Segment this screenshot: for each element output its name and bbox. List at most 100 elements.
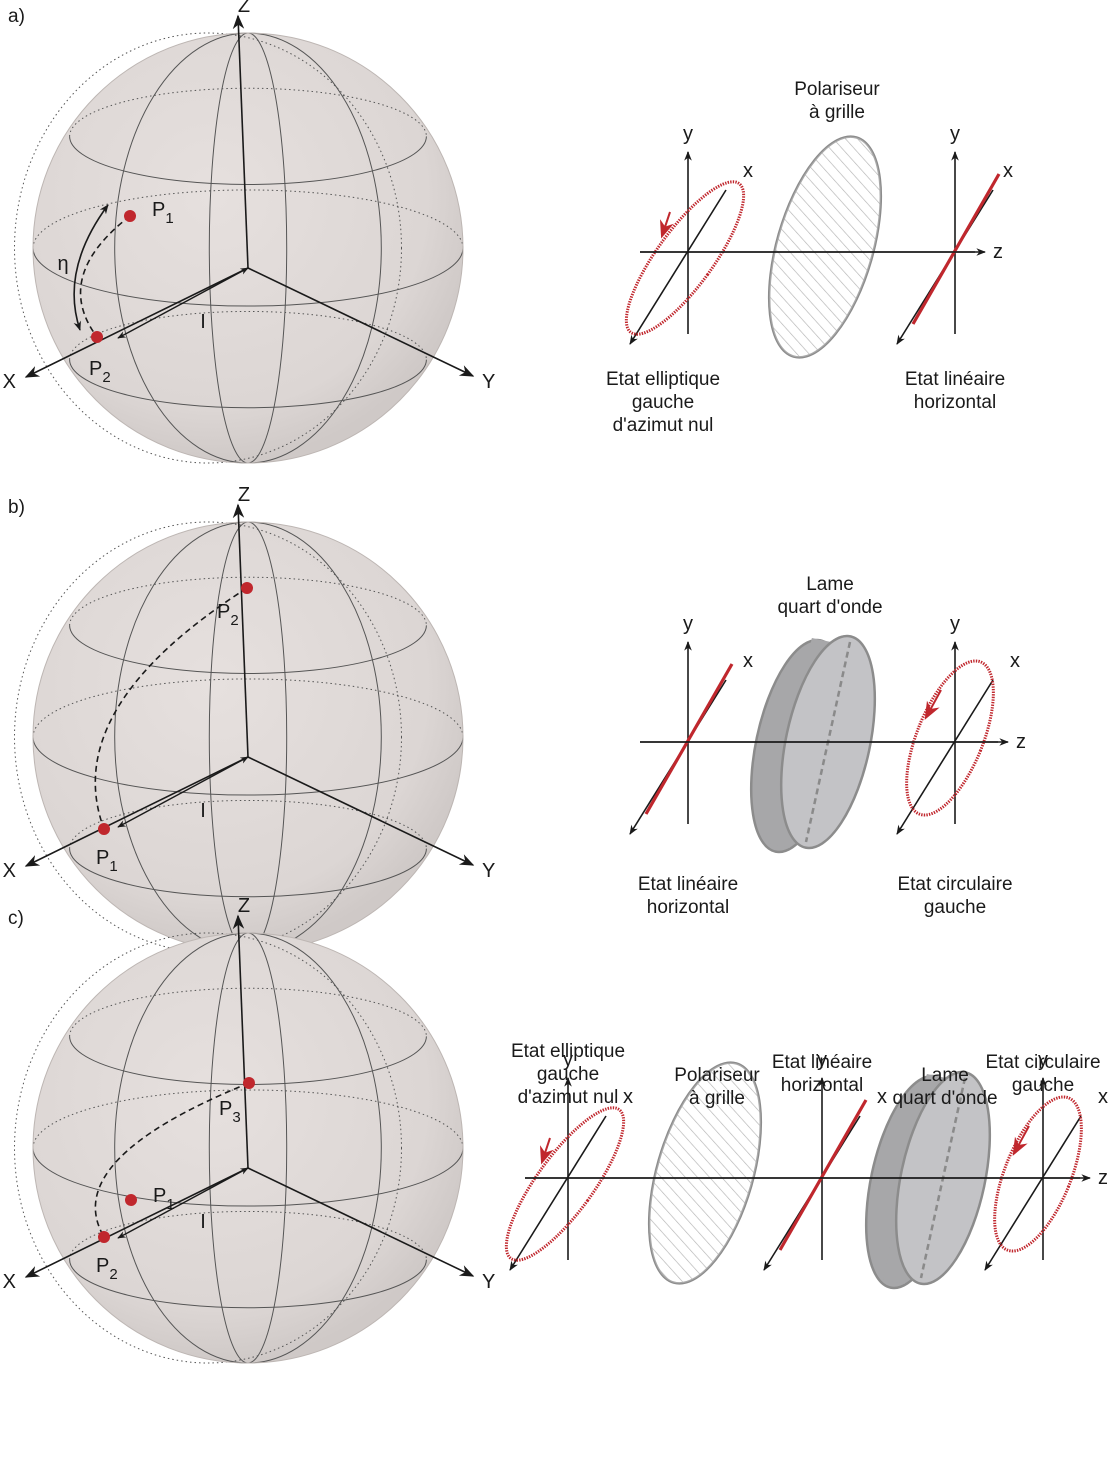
latitude-front <box>69 1259 427 1309</box>
meridian-back <box>14 32 402 464</box>
state-point <box>124 210 136 222</box>
z-axis-label: Z <box>238 0 250 17</box>
state-caption-line: Etat circulaire <box>897 874 1012 895</box>
intensity-label: I <box>200 800 206 822</box>
state-point <box>91 331 103 343</box>
z-label: z <box>1016 731 1026 753</box>
intensity-vector <box>117 267 249 339</box>
x-axis-label: X <box>3 1271 16 1293</box>
trajectory-arc <box>94 1082 250 1238</box>
y-axis <box>247 756 475 866</box>
latitude-back <box>69 87 427 137</box>
state-caption-line: horizontal <box>914 392 996 413</box>
linear-state-line <box>644 663 734 815</box>
z-label: z <box>993 241 1003 263</box>
latitude-back <box>69 1211 427 1260</box>
eta-label: η <box>57 253 68 275</box>
linear-state-line <box>911 173 1001 325</box>
z-axis <box>232 914 249 1169</box>
x-axis <box>896 679 994 835</box>
rotation-arrow <box>924 689 942 720</box>
latitude-front <box>69 136 427 185</box>
elliptic-state-curve <box>624 180 746 336</box>
latitude-front <box>69 359 427 409</box>
latitude-front <box>69 848 427 898</box>
y-axis-label: Y <box>482 1271 495 1293</box>
intensity-vector <box>117 1167 249 1239</box>
state-caption-line: Etat elliptique <box>606 369 720 390</box>
state-caption-line: d'azimut nul <box>518 1087 619 1108</box>
y-label: y <box>817 1049 827 1071</box>
state-point <box>243 1077 255 1089</box>
ellipticity-arc <box>73 204 109 331</box>
y-label: y <box>683 613 693 635</box>
state-point <box>98 823 110 835</box>
state-caption-line: Etat circulaire <box>985 1052 1100 1073</box>
panel-tag: b) <box>8 497 25 518</box>
point-label: P2 <box>96 1255 118 1283</box>
grid-polarizer <box>647 1061 763 1285</box>
state-caption-line: gauche <box>924 897 986 918</box>
element-title-line: quart d'onde <box>892 1088 997 1109</box>
element-title-line: Lame <box>806 574 854 595</box>
state-caption-line: Etat linéaire <box>905 369 1005 390</box>
x-label: x <box>743 650 753 672</box>
z-axis <box>232 14 249 269</box>
circular-state-curve <box>905 659 995 817</box>
latitude-front <box>69 625 427 674</box>
x-label: x <box>743 160 753 182</box>
y-axis <box>247 267 475 377</box>
state-point <box>98 1231 110 1243</box>
rotation-arrow <box>1012 1125 1030 1156</box>
x-axis-label: X <box>3 860 16 882</box>
sphere-outline <box>32 32 464 464</box>
y-axis-label: Y <box>482 371 495 393</box>
grid-polarizer-sheen <box>649 1062 761 1284</box>
grid-polarizer <box>767 135 883 359</box>
intensity-vector <box>117 756 249 828</box>
x-axis <box>629 189 727 345</box>
elliptic-state-curve <box>504 1106 626 1262</box>
meridian-back <box>14 932 402 1364</box>
x-label: x <box>1098 1086 1108 1108</box>
latitude-back <box>69 311 427 360</box>
state-caption-line: Etat linéaire <box>772 1052 872 1073</box>
y-label: y <box>683 123 693 145</box>
y-label: y <box>1038 1049 1048 1071</box>
state-caption-line: gauche <box>1012 1075 1074 1096</box>
point-label: P1 <box>153 1185 175 1213</box>
state-caption-line: gauche <box>537 1064 599 1085</box>
sphere-outline <box>32 932 464 1364</box>
x-axis-label: X <box>3 371 16 393</box>
linear-state-line <box>778 1099 868 1251</box>
grid-polarizer-sheen <box>769 136 881 358</box>
latitude-back <box>69 987 427 1037</box>
x-label: x <box>1003 160 1013 182</box>
rotation-arrow <box>540 1137 554 1165</box>
y-axis-label: Y <box>482 860 495 882</box>
z-axis-label: Z <box>238 895 250 917</box>
point-label: P1 <box>96 847 118 875</box>
x-label: x <box>623 1086 633 1108</box>
element-title-line: à grille <box>689 1088 745 1109</box>
y-label: y <box>950 613 960 635</box>
state-point <box>125 1194 137 1206</box>
point-label: P1 <box>152 199 174 227</box>
trajectory-arc <box>94 587 248 830</box>
